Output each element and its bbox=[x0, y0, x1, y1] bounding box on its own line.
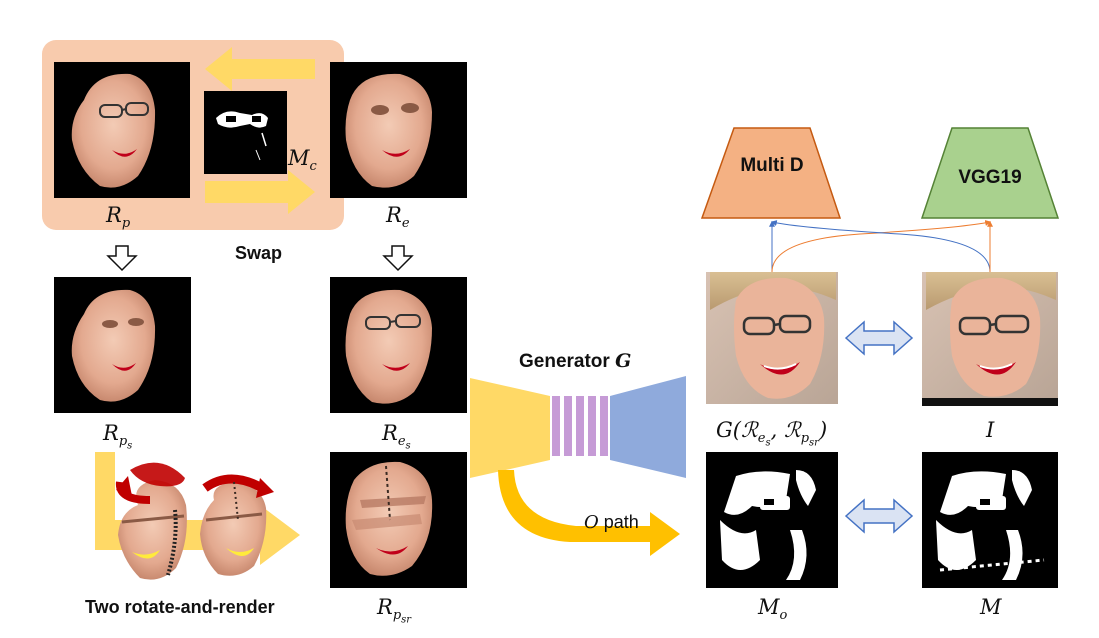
image-r-e bbox=[330, 62, 467, 198]
label-m-o: Mo bbox=[758, 595, 788, 624]
rotate-illustration bbox=[95, 452, 300, 580]
connector-g-to-vgg bbox=[771, 219, 992, 273]
generator-network bbox=[470, 376, 686, 478]
down-arrow-left bbox=[106, 245, 138, 272]
image-r-psr bbox=[330, 452, 467, 588]
label-generator: Generator G bbox=[519, 350, 632, 372]
label-r-p: Rp bbox=[106, 203, 131, 232]
double-arrow-bottom bbox=[844, 498, 914, 534]
image-i bbox=[922, 272, 1058, 406]
o-path-arrow bbox=[498, 470, 680, 556]
image-g-output bbox=[706, 272, 838, 404]
image-m bbox=[922, 452, 1058, 588]
label-g-output: G(ℛes, ℛpsr) bbox=[716, 418, 828, 449]
image-r-ps bbox=[54, 277, 191, 413]
label-i: I bbox=[986, 418, 995, 442]
label-r-es: Res bbox=[382, 421, 411, 452]
generator-encoder bbox=[470, 378, 550, 478]
image-m-o bbox=[706, 452, 838, 588]
label-m-c: Mc bbox=[288, 146, 317, 175]
down-arrow-right bbox=[382, 245, 414, 272]
swap-arrow-left bbox=[205, 47, 315, 91]
image-r-p bbox=[54, 62, 190, 198]
label-m: M bbox=[980, 595, 1002, 619]
label-multi-d: Multi D bbox=[740, 155, 804, 176]
label-r-ps: Rps bbox=[103, 421, 133, 452]
swap-arrow-right bbox=[205, 170, 315, 214]
label-r-e: Re bbox=[386, 203, 410, 232]
multi-d-block bbox=[700, 127, 842, 219]
label-two-rotate: Two rotate-and-render bbox=[85, 597, 275, 617]
double-arrow-top bbox=[844, 320, 914, 356]
vgg19-block bbox=[920, 127, 1060, 219]
label-r-psr: Rpsr bbox=[377, 595, 412, 626]
connector-i-to-multi-d bbox=[770, 220, 991, 273]
image-m-c bbox=[204, 91, 287, 174]
label-o-path: O path bbox=[584, 512, 639, 533]
label-swap: Swap bbox=[235, 243, 283, 263]
generator-decoder bbox=[610, 376, 686, 478]
image-r-es bbox=[330, 277, 467, 413]
label-vgg19: VGG19 bbox=[958, 167, 1022, 188]
